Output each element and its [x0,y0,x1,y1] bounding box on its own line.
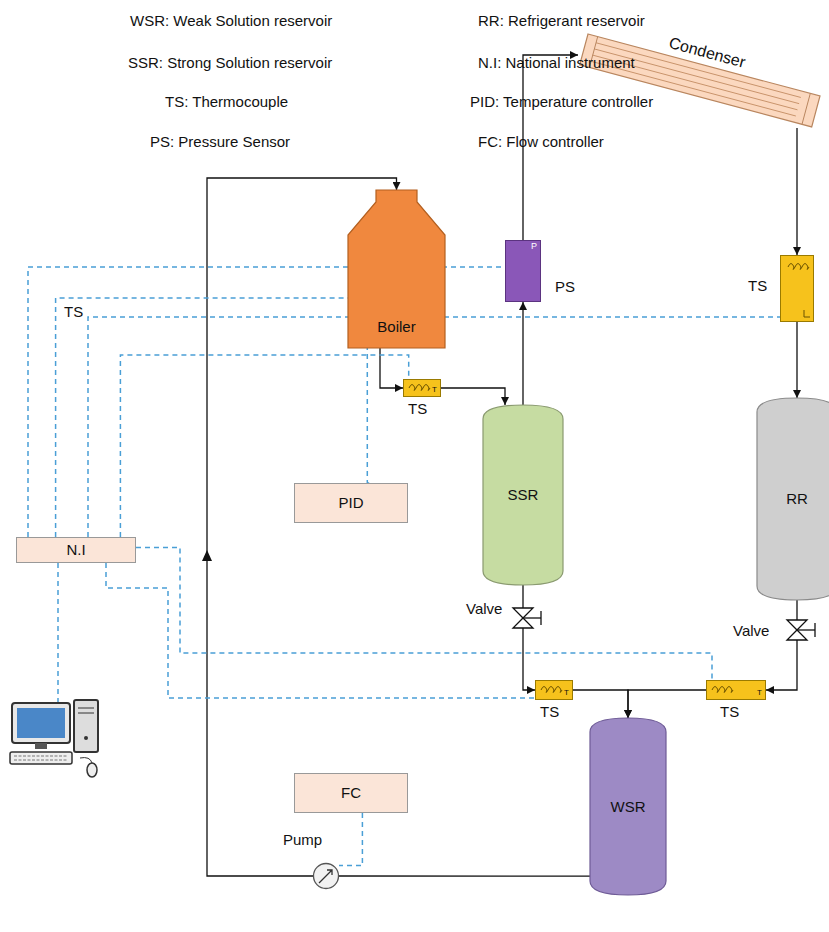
flow-pipe [628,690,706,718]
node-label: FC [294,784,408,801]
node-label: TS [540,703,559,720]
signal-wire [339,813,362,866]
reservoir-tank: SSR [483,405,563,585]
legend-entry: RR: Refrigerant reservoir [478,12,645,29]
part-label: TS [64,303,83,320]
condenser: Condenser [578,28,822,128]
legend-entry: FC: Flow controller [478,133,604,150]
flow-pipe [796,128,797,255]
flow-pipe [441,388,505,405]
legend-entry: PID: Temperature controller [470,93,653,110]
node-label: TS [748,277,767,294]
reservoir-tank: RR [757,398,829,600]
signal-wire [57,563,59,702]
flow-pipe [573,690,628,718]
sensor-letter: P [531,241,537,251]
signal-wire [120,355,408,537]
reservoir-tank: WSR [590,718,666,895]
legend-entry: WSR: Weak Solution reservoir [130,12,332,29]
node-label: PID [294,494,408,511]
node-label: PS [555,278,575,295]
flow-pipe [522,302,523,405]
pressure-sensor: PPS [505,240,541,302]
flow-pipe [339,875,590,876]
signal-wire [106,563,535,698]
legend-entry: N.I: National instrument [478,54,635,71]
valve-symbol [787,620,815,640]
legend-entry: TS: Thermocouple [165,93,288,110]
thermocouple-outline [780,255,814,322]
legend-entry: PS: Pressure Sensor [150,133,290,150]
sensor-letter: T [564,688,569,697]
valve-symbol [513,608,541,628]
thermocouple: TTS [535,680,573,700]
node-label: Boiler [348,318,445,335]
node-label: TS [408,400,427,417]
part-label: Valve [466,600,502,617]
thermocouple: TTS [403,379,441,397]
node-label: SSR [483,486,563,503]
signal-wire [367,348,369,483]
node-label: TS [720,703,739,720]
sensor-letter: T [757,688,762,697]
flow-arrowhead [202,550,212,561]
controller-box: FC [294,773,408,813]
node-label: Pump [283,831,322,848]
thermocouple: TS [780,255,814,322]
pump: Pump [313,863,339,889]
controller-box: PID [294,483,408,523]
signal-wire [88,317,780,537]
part-label: Valve [733,622,769,639]
flow-pipe [380,348,403,388]
sensor-letter: T [432,385,437,394]
pump-outline [313,863,339,889]
instrument-box: N.I [16,537,136,563]
signal-wire [136,547,712,680]
node-label: WSR [590,798,666,815]
flow-pipe [523,585,535,690]
boiler-vessel: Boiler [348,190,445,348]
node-label: N.I [16,541,136,558]
computer-icon [10,700,98,777]
flow-pipe [766,600,797,690]
node-label: RR [757,490,829,507]
thermocouple: TTS [706,680,766,700]
legend-entry: SSR: Strong Solution reservoir [128,54,332,71]
flow-pipe [796,322,797,398]
